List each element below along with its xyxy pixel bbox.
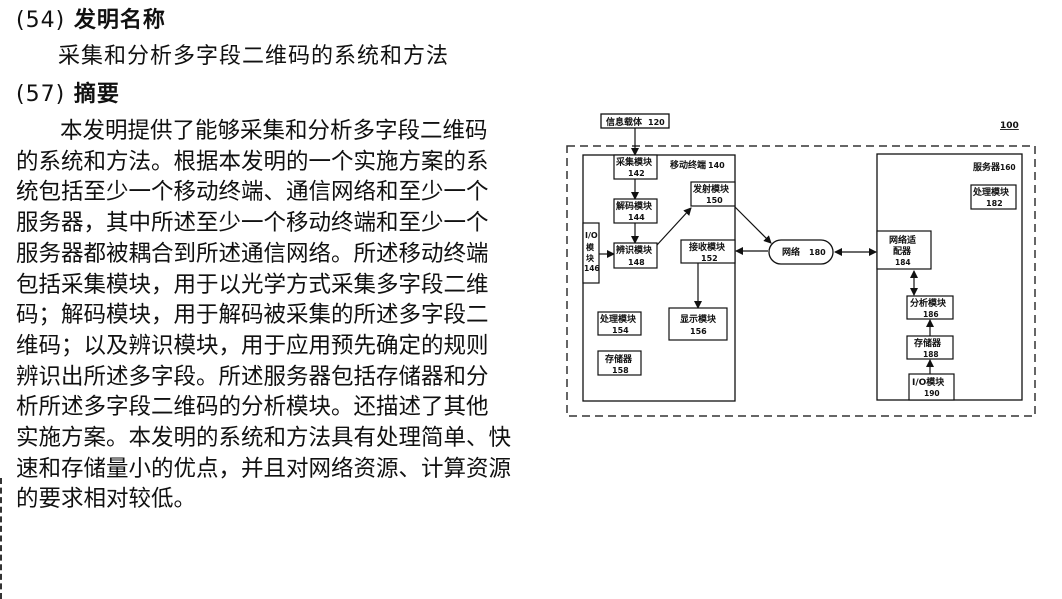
transmit-module-box: 发射模块 150 — [690, 181, 736, 207]
io-mobile-label-line3: 块 — [586, 253, 595, 263]
server-label: 服务器 — [973, 161, 1001, 173]
field-54-code: (54) — [16, 8, 66, 33]
abstract-line: 服务器都被耦合到所述通信网络。所述移动终端 — [16, 240, 489, 267]
abstract-line: 辨识出所述多字段。所述服务器包括存储器和分 — [16, 363, 489, 390]
abstract-line: 统包括至少一个移动终端、通信网络和至少一个 — [16, 179, 489, 206]
display-module-label: 显示模块 — [680, 313, 717, 325]
decode-module-ref: 144 — [628, 213, 645, 222]
storage-server-ref: 188 — [923, 350, 939, 359]
abstract-line: 的系统和方法。根据本发明的一个实施方案的系 — [16, 148, 489, 175]
processing-server-label: 处理模块 — [972, 186, 1010, 198]
storage-server-label: 存储器 — [914, 337, 942, 349]
display-module-box: 显示模块 156 — [668, 307, 728, 341]
mobile-terminal-label: 移动终端 — [670, 159, 706, 171]
transmit-module-ref: 150 — [706, 196, 723, 205]
server-ref: 160 — [1000, 163, 1016, 172]
storage-mobile-box: 存储器 158 — [597, 350, 642, 376]
network-adapter-box: 网络适 配器 184 — [876, 230, 932, 270]
io-server-ref: 190 — [924, 389, 940, 398]
analysis-module-box: 分析模块 186 — [906, 295, 954, 320]
io-module-mobile-box: I/O 模 块 146 — [582, 222, 600, 284]
processing-mobile-ref: 154 — [612, 326, 629, 335]
abstract-line: 包括采集模块，用于以光学方式采集多字段二维 — [16, 271, 489, 298]
arrow-identify-to-transmit — [656, 207, 692, 246]
network-label: 网络 — [782, 246, 800, 258]
field-57-code: (57) — [16, 82, 66, 107]
identify-module-box: 辨识模块 148 — [613, 242, 658, 269]
invention-title: 采集和分析多字段二维码的系统和方法 — [58, 44, 450, 69]
abstract-line: 码；解码模块，用于解码被采集的所述多字段二 — [16, 302, 489, 329]
io-server-label: I/O模块 — [912, 376, 945, 388]
network-node: 网络 180 — [768, 239, 834, 265]
info-carrier-box: 信息载体 120 — [600, 113, 670, 129]
transmit-module-label: 发射模块 — [692, 183, 730, 195]
processing-module-server-box: 处理模块 182 — [970, 184, 1017, 210]
abstract-line: 析所述多字段二维码的分析模块。还描述了其他 — [16, 394, 489, 421]
decode-module-box: 解码模块 144 — [613, 198, 658, 224]
analysis-module-label: 分析模块 — [910, 297, 947, 309]
capture-module-box: 采集模块 142 — [613, 154, 658, 180]
abstract-line: 本发明提供了能够采集和分析多字段二维码 — [60, 118, 488, 144]
adapter-label-line1: 网络适 — [889, 234, 916, 246]
field-54-heading: (54) 发明名称 — [16, 2, 166, 34]
network-ref: 180 — [809, 248, 826, 257]
processing-mobile-label: 处理模块 — [599, 313, 637, 325]
field-57-heading: (57) 摘要 — [16, 76, 120, 108]
system-boundary — [566, 145, 1036, 417]
analysis-module-ref: 186 — [923, 310, 939, 319]
io-mobile-label-line2: 模 — [586, 242, 595, 252]
field-54-label: 发明名称 — [73, 8, 166, 33]
arrow-transmit-to-network — [734, 206, 772, 244]
io-mobile-label-line1: I/O — [585, 231, 598, 240]
info-carrier-label: 信息载体 — [606, 116, 643, 128]
adapter-ref: 184 — [895, 258, 911, 267]
io-module-server-box: I/O模块 190 — [908, 373, 955, 401]
field-57-label: 摘要 — [73, 82, 120, 107]
storage-mobile-label: 存储器 — [605, 353, 633, 365]
abstract-line: 实施方案。本发明的系统和方法具有处理简单、快 — [16, 425, 512, 452]
storage-mobile-ref: 158 — [612, 366, 629, 375]
io-mobile-ref: 146 — [584, 264, 600, 273]
abstract-text: 本发明提供了能够采集和分析多字段二维码 的系统和方法。根据本发明的一个实施方案的… — [16, 116, 528, 515]
mobile-terminal-ref: 140 — [708, 161, 725, 170]
abstract-line: 速和存储量小的优点，并且对网络资源、计算资源 — [16, 455, 512, 482]
identify-module-label: 辨识模块 — [616, 244, 653, 256]
system-ref-label: 100 — [1000, 121, 1019, 131]
capture-module-label: 采集模块 — [615, 156, 653, 168]
receive-module-ref: 152 — [701, 254, 718, 263]
page-edge-dashed-line — [0, 478, 2, 599]
abstract-line: 服务器，其中所述至少一个移动终端和至少一个 — [16, 210, 489, 237]
identify-module-ref: 148 — [628, 258, 645, 267]
processing-server-ref: 182 — [986, 199, 1003, 208]
info-carrier-ref: 120 — [648, 118, 665, 127]
processing-module-mobile-box: 处理模块 154 — [597, 311, 642, 336]
storage-server-box: 存储器 188 — [906, 335, 954, 360]
capture-module-ref: 142 — [628, 169, 645, 178]
receive-module-box: 接收模块 152 — [680, 239, 736, 264]
decode-module-label: 解码模块 — [616, 200, 653, 212]
adapter-label-line2: 配器 — [893, 246, 912, 257]
display-module-ref: 156 — [690, 327, 707, 336]
abstract-line: 的要求相对较低。 — [16, 486, 197, 513]
receive-module-label: 接收模块 — [689, 241, 726, 253]
abstract-line: 维码；以及辨识模块，用于应用预先确定的规则 — [16, 332, 489, 359]
